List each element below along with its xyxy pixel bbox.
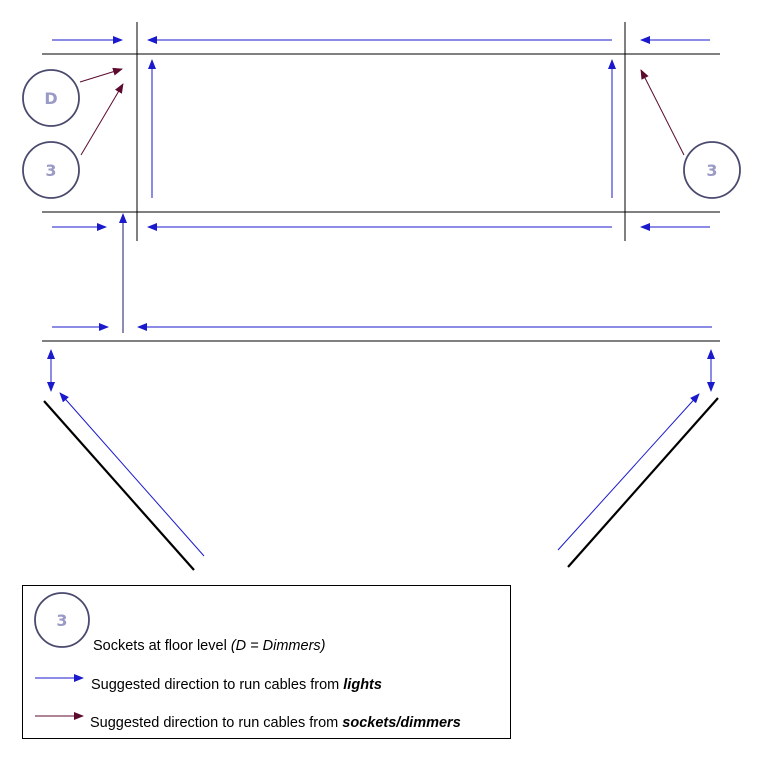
legend-socket-text: Sockets at floor level (D = Dimmers) [93,638,325,654]
socket-circle [22,69,80,127]
socket-label: D [44,89,57,108]
legend-socket-label: 3 [56,611,67,630]
legend-sockets-text: Suggested direction to run cables from s… [90,715,461,731]
left-socket: 3 [22,141,80,199]
dimmer-socket: D [22,69,80,127]
socket-label: 3 [706,161,717,180]
socket-arrow [640,69,685,156]
legend-lights-text: Suggested direction to run cables from l… [91,677,382,693]
socket-arrow [80,83,124,156]
light-arrow [557,393,700,551]
structure-lines [42,22,720,571]
light-arrow [59,392,205,557]
socket-label: 3 [45,161,56,180]
legend-box [22,585,511,739]
legend: 3 Sockets at floor level (D = Dimmers) S… [22,585,511,739]
left-boom-line [43,400,195,571]
light-cable-arrows [47,36,715,557]
right-boom-line [567,397,719,568]
socket-circle [683,141,741,199]
right-socket: 3 [683,141,741,199]
socket-circle [22,141,80,199]
socket-cable-arrows [79,67,685,156]
socket-arrow [79,67,123,83]
legend-socket-symbol [34,592,90,648]
